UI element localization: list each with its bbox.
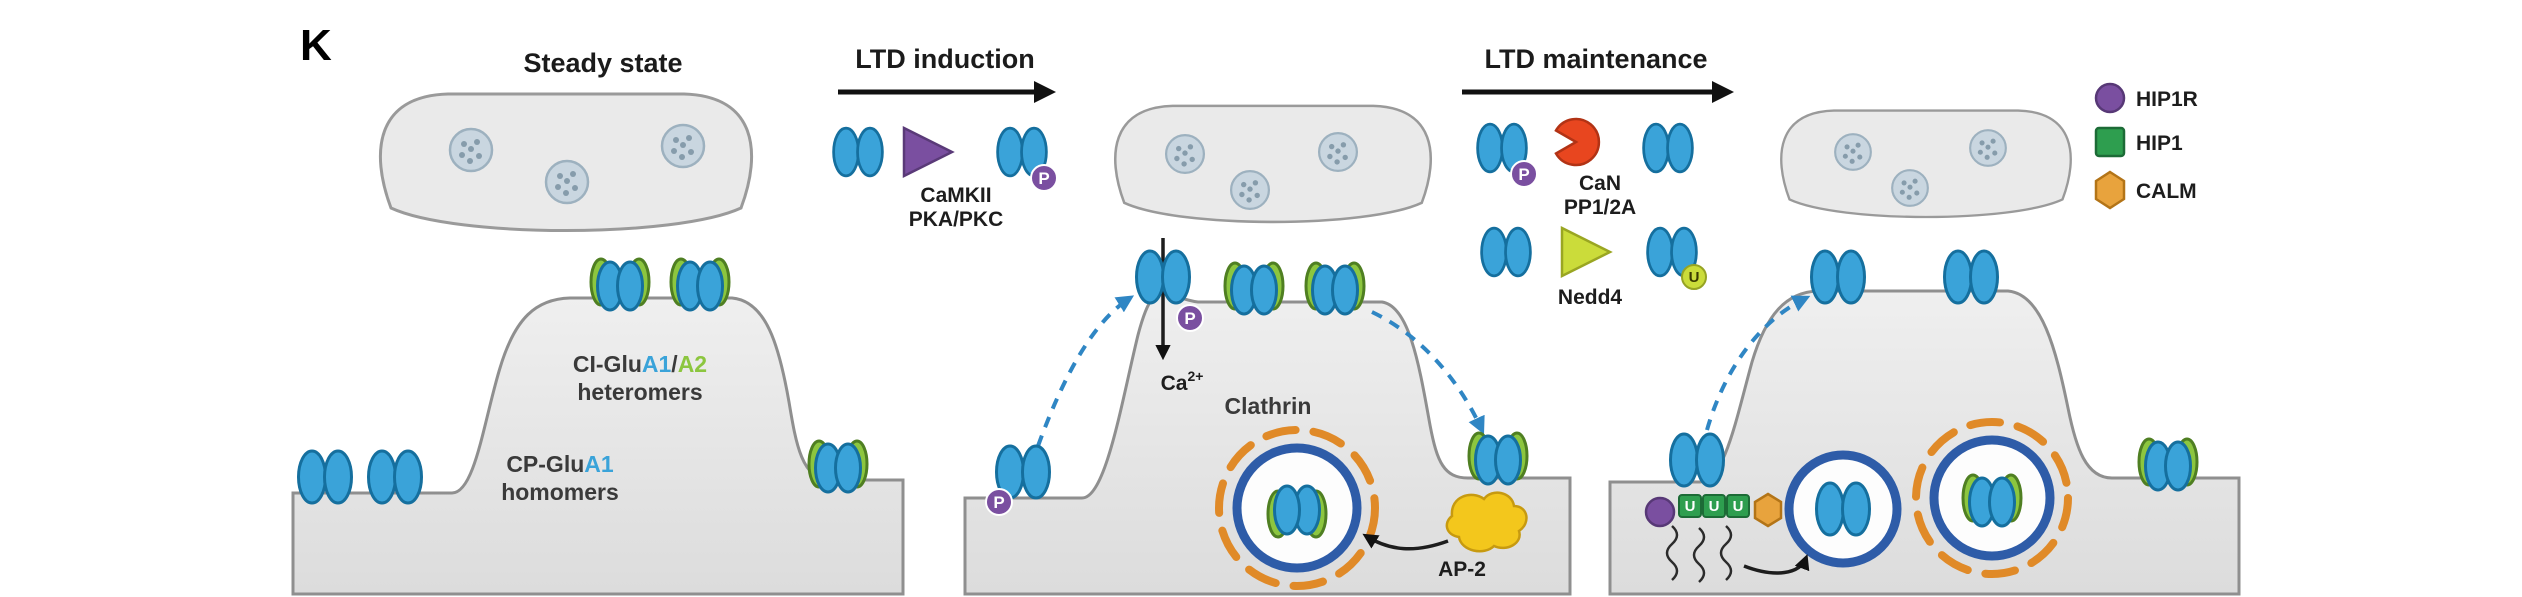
retention-complex: U U U [1644, 432, 1783, 583]
section-steady-state: Steady state CI-GluA1/A2 heteromers CP-G… [291, 48, 905, 596]
ampa-heteromer [1223, 261, 1285, 316]
recycling-arrow-dashed [1705, 295, 1811, 431]
ampa-heteromer [669, 257, 731, 312]
dendritic-spine [291, 296, 905, 596]
presynaptic-terminal [1780, 109, 2072, 219]
ampa-heteromer [2137, 437, 2199, 492]
legend-swatch-hip1 [2094, 126, 2126, 158]
calcium-label: Ca2+ [1161, 368, 1204, 395]
disordered-domain-squiggle [1719, 525, 1733, 581]
ampa-homomer-ubiquitinated [1669, 432, 1725, 488]
clathrin-coat [1912, 418, 2072, 578]
steady-state-title: Steady state [523, 48, 682, 78]
presynaptic-terminal [1113, 104, 1433, 224]
homomer-label-line2: homomers [501, 479, 619, 505]
ampa-heteromer [1304, 261, 1366, 316]
svg-text:U: U [1689, 269, 1700, 286]
svg-text:P: P [1038, 169, 1049, 188]
homomer-label-line1: CP-GluA1 [506, 451, 614, 477]
ap2-label: AP-2 [1438, 558, 1486, 581]
ltd-maintenance-title: LTD maintenance [1484, 44, 1707, 74]
ampa-homomer [1480, 226, 1532, 278]
svg-text:U: U [1685, 498, 1696, 515]
disordered-domain-squiggle [1665, 525, 1679, 581]
svg-text:P: P [1184, 309, 1195, 328]
heteromer-label-line2: heteromers [577, 379, 702, 405]
svg-text:P: P [1518, 165, 1529, 184]
phospho-badge: P [1510, 160, 1538, 188]
ap2-blob [1445, 491, 1528, 553]
ligase-label: Nedd4 [1558, 286, 1623, 309]
kinase-label-1: CaMKII [920, 184, 991, 207]
phospho-badge: P [1176, 304, 1204, 332]
clathrin-label: Clathrin [1225, 393, 1312, 419]
synaptic-vesicle [1969, 129, 2007, 167]
ap2-recruitment-arrow [1362, 533, 1449, 551]
synaptic-vesicle [448, 127, 494, 173]
hip1-ubiquitin-square: U [1678, 494, 1702, 518]
synaptic-vesicle [1164, 133, 1206, 175]
ubiquitin-badge: U [1681, 264, 1707, 290]
legend: HIP1R HIP1 CALM [2094, 82, 2198, 210]
legend-swatch-calm [2094, 170, 2126, 210]
svg-text:P: P [993, 493, 1004, 512]
ampa-homomer [1642, 122, 1694, 174]
synaptic-vesicle [1317, 131, 1359, 173]
vesicle-transfer-arrow [1743, 554, 1810, 575]
section-ltd-maintenance: LTD maintenance P CaN PP1/2A Nedd4 U [1462, 44, 2241, 596]
ampa-heteromer [1467, 431, 1529, 486]
phospho-badge: P [985, 488, 1013, 516]
ampa-heteromer [807, 439, 869, 494]
disordered-domain-squiggle [1692, 527, 1706, 583]
synaptic-vesicle [660, 123, 706, 169]
panel-label: K [300, 21, 332, 70]
phosphatase-label-2: PP1/2A [1564, 196, 1636, 219]
hip1r-circle [1644, 496, 1676, 528]
kinase-label-2: PKA/PKC [909, 208, 1004, 231]
legend-label-hip1: HIP1 [2136, 132, 2183, 155]
trafficking-arrow-dashed [1036, 295, 1135, 447]
ampa-homomer [832, 126, 884, 178]
hip1-ubiquitin-square: U [1726, 494, 1750, 518]
ltd-induction-title: LTD induction [855, 44, 1034, 74]
heteromer-label-line1: CI-GluA1/A2 [573, 351, 707, 377]
synaptic-vesicle [1834, 133, 1872, 171]
svg-text:U: U [1733, 498, 1744, 515]
legend-label-calm: CALM [2136, 180, 2197, 203]
clathrin-coat [1215, 426, 1379, 590]
synaptic-vesicle [1891, 169, 1929, 207]
phosphatase-label-1: CaN [1579, 172, 1621, 195]
ampa-heteromer [589, 257, 651, 312]
hip1-ubiquitin-square: U [1702, 494, 1726, 518]
trafficking-arrow-dashed [1371, 310, 1485, 435]
legend-swatch-hip1r [2094, 82, 2126, 114]
synaptic-vesicle [1229, 169, 1271, 211]
svg-text:U: U [1709, 498, 1720, 515]
phospho-badge: P [1030, 164, 1058, 192]
can-phosphatase-shape [1554, 117, 1601, 167]
synaptic-vesicle [544, 159, 590, 205]
section-ltd-induction: LTD induction CaMKII PKA/PKC P Clathrin … [832, 44, 1572, 596]
legend-label-hip1r: HIP1R [2136, 88, 2198, 111]
calm-hexagon [1753, 492, 1783, 528]
camkii-triangle [902, 125, 955, 179]
nedd4-triangle [1560, 225, 1613, 279]
